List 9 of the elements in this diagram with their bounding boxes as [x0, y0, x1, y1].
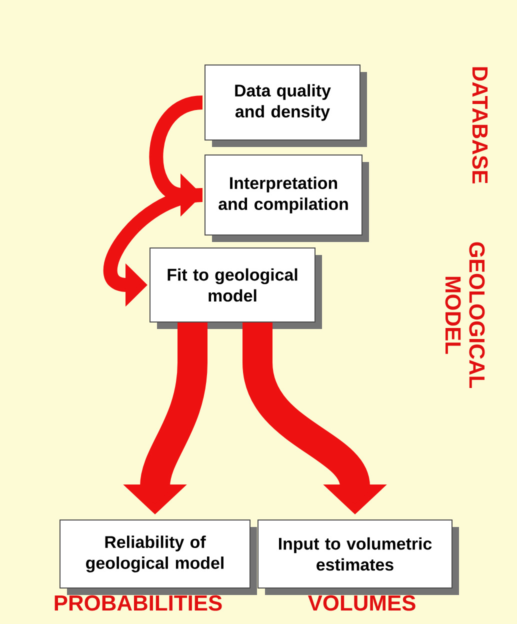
- process-box: Fit to geological model: [150, 248, 322, 329]
- side-label: GEOLOGICAL MODEL: [445, 242, 485, 388]
- side-label: DATABASE: [472, 67, 488, 184]
- process-box: Interpretation and compilation: [204, 154, 369, 242]
- side-label: VOLUMES: [308, 595, 416, 611]
- process-box: Input to volumetric estimates: [258, 520, 459, 595]
- process-box: Data quality and density: [204, 64, 367, 147]
- process-box: Reliability of geological model: [60, 520, 257, 595]
- side-label: PROBABILITIES: [54, 595, 222, 611]
